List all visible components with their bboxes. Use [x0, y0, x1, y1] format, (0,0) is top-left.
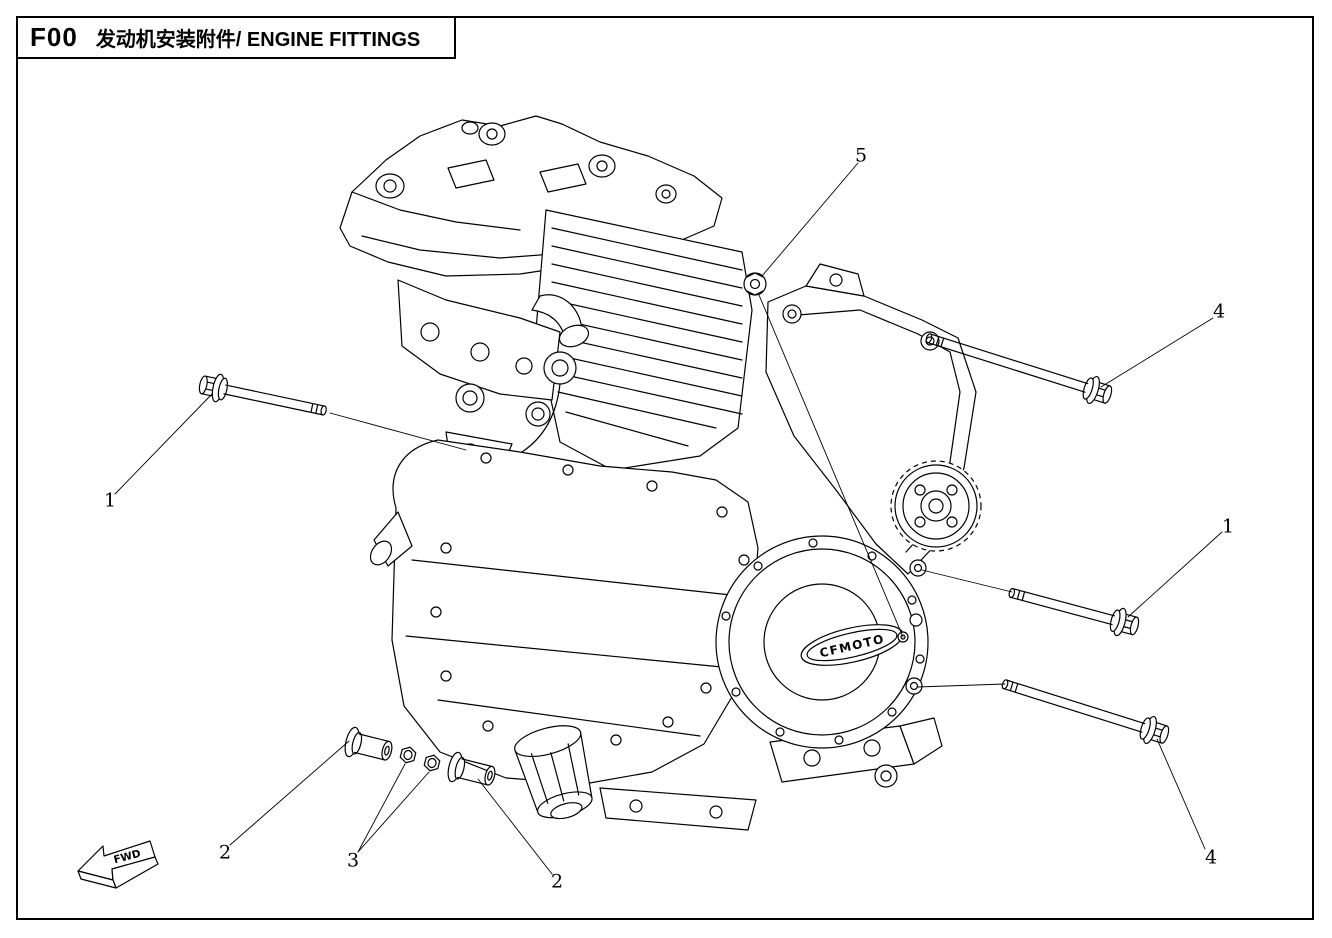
- fwd-arrow: [77, 840, 159, 889]
- section-title: 发动机安装附件/ ENGINE FITTINGS: [95, 29, 421, 51]
- part-bolt-item4-top: [925, 333, 1113, 405]
- callout-2-bottom: 2: [550, 870, 564, 893]
- diagram-title-box: F00 发动机安装附件/ ENGINE FITTINGS: [16, 16, 456, 59]
- part-spacer-item2-left: [344, 726, 393, 761]
- part-nut-item5: [743, 272, 767, 296]
- part-bolt-item1-right: [1008, 587, 1140, 637]
- water-pump-hose: [521, 294, 590, 453]
- section-code: F00: [30, 22, 78, 52]
- drive-sprocket: [890, 460, 982, 552]
- part-spacer-item2-right: [447, 751, 496, 786]
- crankcase: [369, 439, 759, 785]
- clutch-cover: [715, 535, 929, 749]
- cylinder-fins: [535, 209, 753, 471]
- callout-2-lower-left: 2: [218, 841, 232, 864]
- callout-4-upper-right: 4: [1212, 300, 1226, 323]
- callout-4-lower-right: 4: [1204, 846, 1218, 869]
- part-nut-item3-b: [423, 754, 441, 772]
- part-nut-item3-a: [399, 746, 417, 764]
- part-bolt-item1-left: [198, 373, 327, 416]
- engine-illustration: [339, 115, 982, 831]
- leader-lines: [114, 162, 1223, 875]
- part-bolt-item4-bottom: [1001, 679, 1170, 745]
- callout-5-top: 5: [854, 144, 868, 167]
- callout-3-bottom: 3: [346, 849, 360, 872]
- callout-1-right: 1: [1221, 515, 1235, 538]
- callout-1-upper-left: 1: [103, 489, 117, 512]
- oil-filter: [514, 725, 593, 820]
